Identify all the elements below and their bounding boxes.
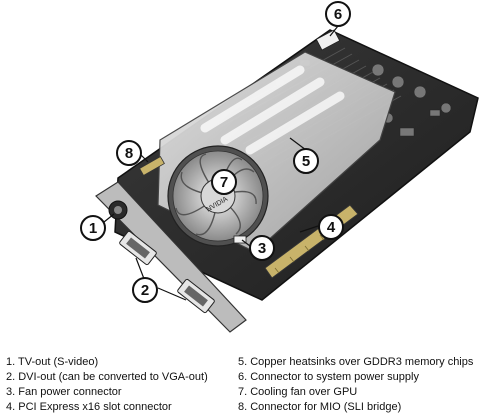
graphics-card-illustration: NVIDIA <box>80 1 479 333</box>
legend-item-8: 8. Connector for MIO (SLI bridge) <box>238 401 402 413</box>
svg-text:4: 4 <box>327 219 336 236</box>
callout-1: 1 <box>80 215 106 241</box>
svg-text:7: 7 <box>220 174 228 191</box>
svg-text:8: 8 <box>125 145 133 162</box>
fan-power-connector <box>233 235 247 244</box>
power-connector <box>315 29 341 51</box>
cooling-fan: NVIDIA <box>167 145 269 247</box>
legend-item-2: 2. DVI-out (can be converted to VGA-out) <box>6 371 208 383</box>
shroud-stripes <box>200 65 345 155</box>
dvi-port-lower <box>177 278 215 314</box>
svg-text:3: 3 <box>258 240 266 257</box>
dvi-port-upper <box>119 230 157 266</box>
callout-4: 4 <box>318 214 344 240</box>
svg-text:2: 2 <box>141 282 149 299</box>
callout-6: 6 <box>325 1 351 27</box>
sli-connector <box>139 155 165 177</box>
callout-8: 8 <box>116 140 142 166</box>
legend-item-1: 1. TV-out (S-video) <box>6 356 99 368</box>
leader-lines <box>103 25 339 301</box>
legend-item-7: 7. Cooling fan over GPU <box>238 386 358 398</box>
svg-text:1: 1 <box>89 220 97 237</box>
callout-2: 2 <box>132 277 158 303</box>
legend: 1. TV-out (S-video) 5. Copper heatsinks … <box>6 355 490 417</box>
svg-text:6: 6 <box>334 6 342 23</box>
legend-item-6: 6. Connector to system power supply <box>238 371 419 383</box>
legend-item-5: 5. Copper heatsinks over GDDR3 memory ch… <box>238 356 474 368</box>
legend-item-3: 3. Fan power connector <box>6 386 122 398</box>
callout-7: 7 <box>211 169 237 195</box>
callout-3: 3 <box>249 235 275 261</box>
legend-item-4: 4. PCI Express x16 slot connector <box>6 401 172 413</box>
svg-text:5: 5 <box>302 153 310 170</box>
callout-5: 5 <box>293 148 319 174</box>
